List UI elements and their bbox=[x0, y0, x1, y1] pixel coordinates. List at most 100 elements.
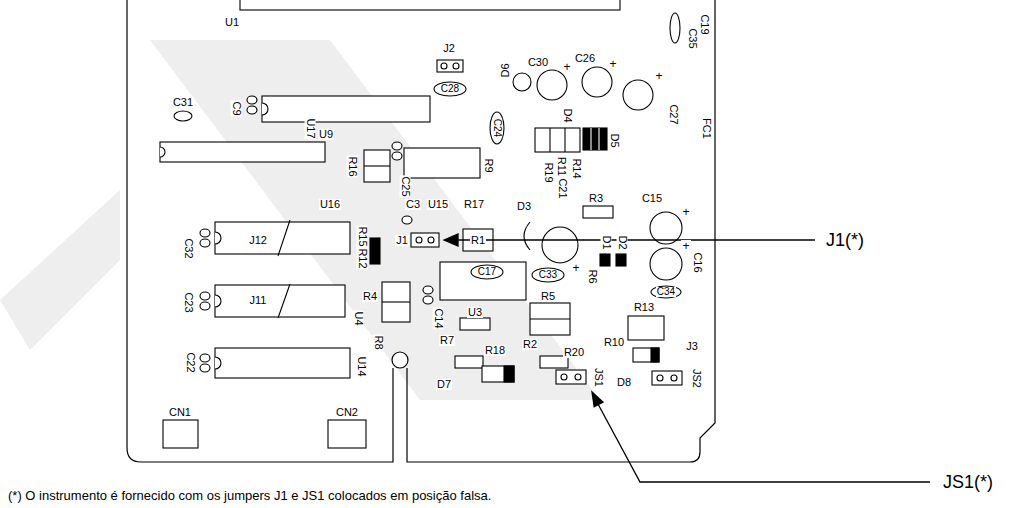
part-label: R18 bbox=[484, 345, 506, 356]
mounting-hole bbox=[392, 352, 408, 368]
capacitor-symbol bbox=[392, 142, 402, 150]
jumper-pin bbox=[416, 237, 422, 243]
capacitor-symbol bbox=[247, 96, 257, 104]
jumper-pin bbox=[441, 63, 447, 69]
part-label: JS1 bbox=[593, 367, 604, 388]
ic-outline bbox=[215, 222, 350, 254]
jumper-pin bbox=[561, 374, 567, 380]
ic-outline bbox=[240, 0, 620, 10]
part-label: + bbox=[654, 70, 663, 82]
watermark bbox=[150, 40, 600, 400]
resistor-symbol bbox=[455, 356, 483, 368]
ic-notch bbox=[160, 147, 165, 157]
part-label: + bbox=[571, 262, 580, 274]
part-label: C32 bbox=[183, 237, 194, 259]
connector-symbol bbox=[328, 420, 366, 448]
part-label: U1 bbox=[224, 17, 240, 28]
board-outline bbox=[407, 0, 715, 462]
resistor-block bbox=[382, 282, 410, 322]
part-label: C30 bbox=[527, 57, 549, 68]
diode-block bbox=[583, 128, 607, 150]
part-label: C31 bbox=[172, 97, 194, 108]
callout-label: J1(*) bbox=[825, 231, 865, 249]
resistor-block bbox=[382, 301, 410, 302]
part-label: C3 bbox=[405, 199, 421, 210]
capacitor-symbol bbox=[582, 67, 612, 97]
capacitor-symbol bbox=[174, 111, 192, 121]
leader-line bbox=[598, 404, 930, 482]
part-label: C21 bbox=[557, 177, 568, 199]
part-label: R15 bbox=[357, 225, 368, 247]
part-label: CN2 bbox=[335, 407, 359, 418]
part-label: R1 bbox=[470, 235, 486, 246]
part-label: R11 bbox=[557, 155, 568, 176]
resistor-symbol bbox=[370, 238, 380, 264]
part-label: U9 bbox=[318, 129, 334, 140]
capacitor-symbol bbox=[200, 292, 210, 300]
part-label: C35 bbox=[687, 27, 698, 49]
part-label: CN1 bbox=[168, 407, 192, 418]
part-label: C27 bbox=[668, 103, 679, 125]
resistor-block bbox=[530, 318, 570, 319]
resistor-symbol bbox=[540, 356, 568, 368]
part-label: C33 bbox=[538, 270, 558, 280]
jumper-pin bbox=[428, 237, 434, 243]
part-label: D6 bbox=[500, 62, 511, 78]
part-label: U15 bbox=[427, 199, 449, 210]
diode-block bbox=[564, 128, 565, 152]
part-label: J2 bbox=[442, 43, 456, 54]
ic-outline bbox=[404, 148, 480, 178]
jumper-pin bbox=[657, 375, 663, 381]
part-label: U14 bbox=[356, 355, 367, 377]
part-label: JS2 bbox=[691, 368, 702, 389]
part-label: R6 bbox=[587, 268, 598, 284]
diode-block bbox=[535, 128, 580, 152]
part-label: R16 bbox=[347, 155, 358, 177]
part-label: C25 bbox=[400, 175, 411, 197]
part-label: C17 bbox=[477, 267, 497, 277]
diode-symbol bbox=[482, 366, 514, 382]
part-label: + bbox=[681, 206, 690, 218]
caption: (*) O instrumento é fornecido com os jum… bbox=[8, 489, 491, 503]
watermark bbox=[0, 190, 120, 350]
ic-notch bbox=[262, 103, 268, 115]
part-label: C24 bbox=[492, 118, 502, 138]
part-label: R14 bbox=[571, 157, 582, 179]
diode-block bbox=[590, 128, 591, 150]
diode-symbol bbox=[633, 348, 659, 362]
part-label: R3 bbox=[588, 193, 604, 204]
part-label: R12 bbox=[357, 247, 368, 269]
resistor-block bbox=[364, 150, 390, 182]
part-label: + bbox=[681, 240, 690, 252]
jumper-symbol bbox=[652, 371, 682, 385]
part-label: J3 bbox=[685, 341, 699, 352]
jumper-pin bbox=[671, 375, 677, 381]
capacitor-symbol bbox=[670, 13, 680, 43]
part-label: R4 bbox=[362, 291, 378, 302]
part-label: U16 bbox=[319, 199, 341, 210]
capacitor-symbol bbox=[650, 248, 682, 280]
ic-outline bbox=[262, 96, 430, 122]
part-label: R9 bbox=[483, 157, 494, 173]
ic-notch bbox=[215, 357, 221, 369]
part-label: C15 bbox=[641, 193, 663, 204]
jumper-symbol bbox=[556, 370, 586, 384]
jumper-symbol bbox=[411, 233, 439, 247]
resistor-block bbox=[364, 165, 390, 166]
resistor-block bbox=[530, 303, 570, 335]
capacitor-symbol bbox=[392, 152, 402, 160]
ic-notch bbox=[215, 232, 221, 244]
part-label: C19 bbox=[699, 13, 710, 35]
part-label: C34 bbox=[656, 287, 676, 297]
diode-band bbox=[504, 366, 514, 382]
diode-symbol bbox=[616, 254, 626, 266]
part-label: C16 bbox=[692, 251, 703, 273]
ic-outline bbox=[215, 285, 345, 317]
part-label: J1 bbox=[395, 235, 409, 246]
part-label: R5 bbox=[540, 291, 556, 302]
jumper-pin bbox=[453, 63, 459, 69]
capacitor-symbol bbox=[471, 265, 503, 279]
part-label: U3 bbox=[467, 307, 483, 318]
capacitor-symbol bbox=[423, 286, 433, 294]
